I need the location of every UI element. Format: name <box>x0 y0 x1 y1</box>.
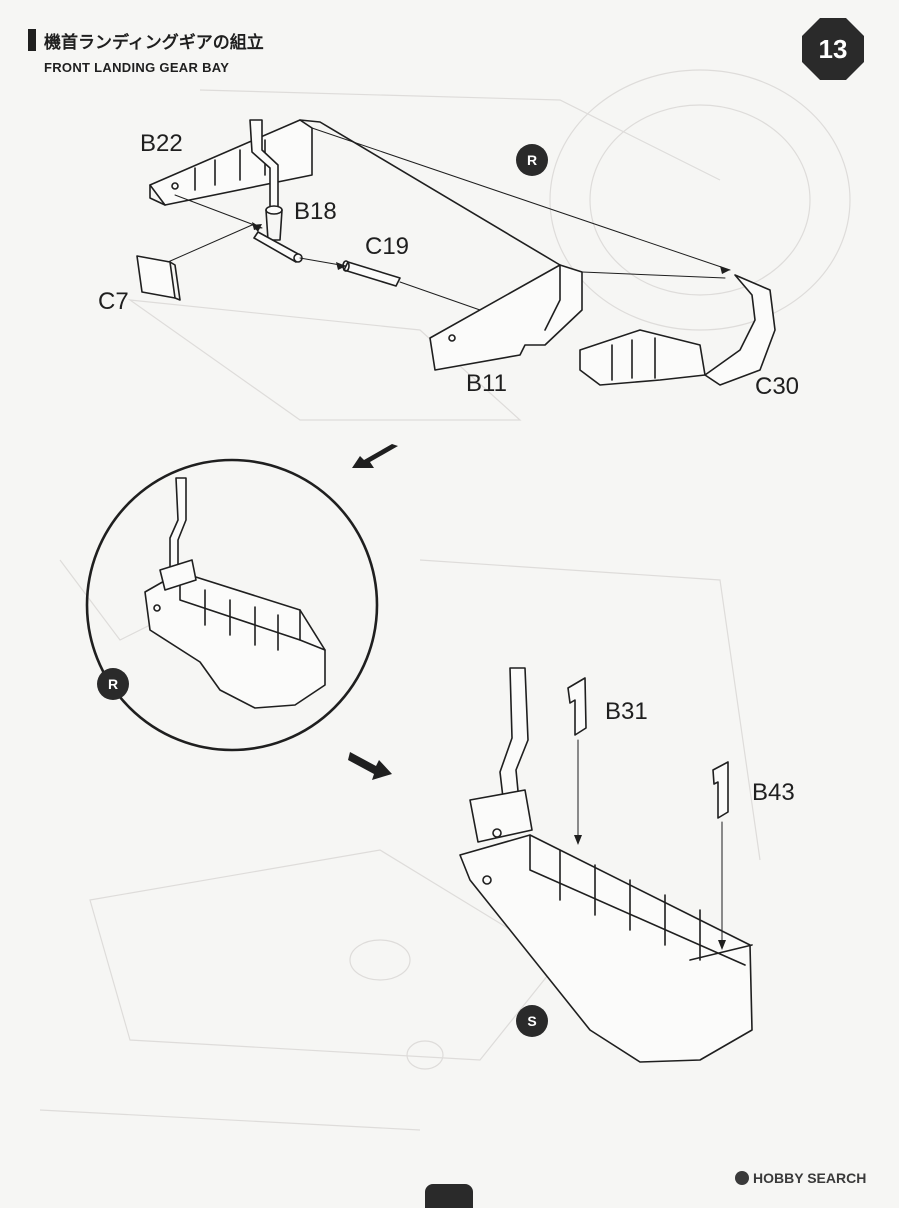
step-number-badge: 13 <box>800 16 866 82</box>
flow-arrows <box>348 444 398 780</box>
part-c19-drawing <box>342 260 401 287</box>
octagon-icon <box>802 18 864 80</box>
detail-s-assembly <box>459 667 753 1063</box>
label-c30: C30 <box>755 373 800 400</box>
part-b43-drawing <box>712 761 729 819</box>
label-b43: B43 <box>752 779 795 806</box>
detail-circle <box>85 458 379 752</box>
label-b11: B11 <box>466 370 507 397</box>
detail-r-assembly <box>144 477 326 709</box>
part-c7-drawing <box>136 255 181 301</box>
label-b18: B18 <box>294 198 337 225</box>
part-b31-drawing <box>567 677 587 736</box>
hobby-search-logo-icon <box>735 1171 749 1185</box>
section-title-english: FRONT LANDING GEAR BAY <box>44 60 230 75</box>
part-b11-drawing <box>429 264 583 371</box>
guide-lines <box>167 127 731 311</box>
section-title-japanese: 機首ランディングギアの組立 <box>44 33 264 53</box>
bottom-guide-lines <box>577 739 723 946</box>
marker-r-top: R <box>516 144 548 176</box>
step-number: 13 <box>818 34 848 64</box>
part-c30-drawing <box>579 274 776 386</box>
section-bullet <box>28 29 36 51</box>
label-c7: C7 <box>98 288 129 315</box>
arrowheads <box>252 222 730 274</box>
watermark-text: HOBBY SEARCH <box>753 1170 867 1186</box>
label-b22: B22 <box>140 130 183 157</box>
page-number-tab <box>425 1184 473 1208</box>
label-c19: C19 <box>365 233 410 260</box>
part-b22-drawing <box>149 119 561 266</box>
part-b18-drawing <box>249 119 303 263</box>
label-b31: B31 <box>605 698 648 725</box>
hobby-search-watermark: HOBBY SEARCH <box>735 1170 866 1186</box>
marker-s: S <box>516 1005 548 1037</box>
marker-r-circle: R <box>97 668 129 700</box>
